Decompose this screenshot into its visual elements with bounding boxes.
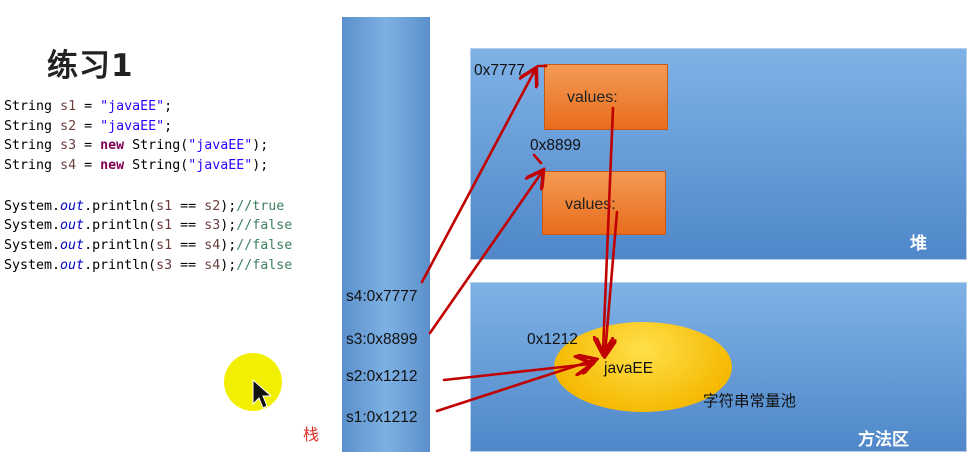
method-area-label: 方法区 bbox=[858, 430, 909, 450]
heap-address-0x7777: 0x7777 bbox=[474, 62, 525, 79]
code-line-s1: String s1 = "javaEE"; bbox=[4, 99, 173, 114]
mouse-pointer-icon bbox=[252, 378, 271, 409]
stack-var-s1: s1:0x1212 bbox=[346, 409, 418, 426]
code-line-s3: String s3 = new String("javaEE"); bbox=[4, 138, 269, 153]
code-line-s2: String s2 = "javaEE"; bbox=[4, 119, 173, 134]
heap-label: 堆 bbox=[910, 234, 927, 254]
stack-label: 栈 bbox=[303, 427, 320, 444]
code-println-1: System.out.println(s1 == s2);//true bbox=[4, 199, 285, 214]
pool-string-value: javaEE bbox=[604, 360, 654, 377]
code-println-4: System.out.println(s3 == s4);//false bbox=[4, 258, 293, 273]
stack-region bbox=[342, 17, 430, 452]
code-println-3: System.out.println(s1 == s4);//false bbox=[4, 238, 293, 253]
code-println-2: System.out.println(s1 == s3);//false bbox=[4, 218, 293, 233]
stack-var-s3: s3:0x8899 bbox=[346, 331, 418, 348]
heap-object-0x8899: values: bbox=[542, 171, 666, 235]
stack-var-s2: s2:0x1212 bbox=[346, 368, 418, 385]
page-title: 练习1 bbox=[47, 48, 134, 84]
heap-object-0x7777: values: bbox=[544, 64, 668, 130]
pool-address: 0x1212 bbox=[527, 331, 578, 348]
stack-var-s4: s4:0x7777 bbox=[346, 288, 418, 305]
string-pool-label: 字符串常量池 bbox=[703, 393, 797, 410]
heap-address-0x8899: 0x8899 bbox=[530, 137, 581, 154]
code-line-s4: String s4 = new String("javaEE"); bbox=[4, 158, 269, 173]
